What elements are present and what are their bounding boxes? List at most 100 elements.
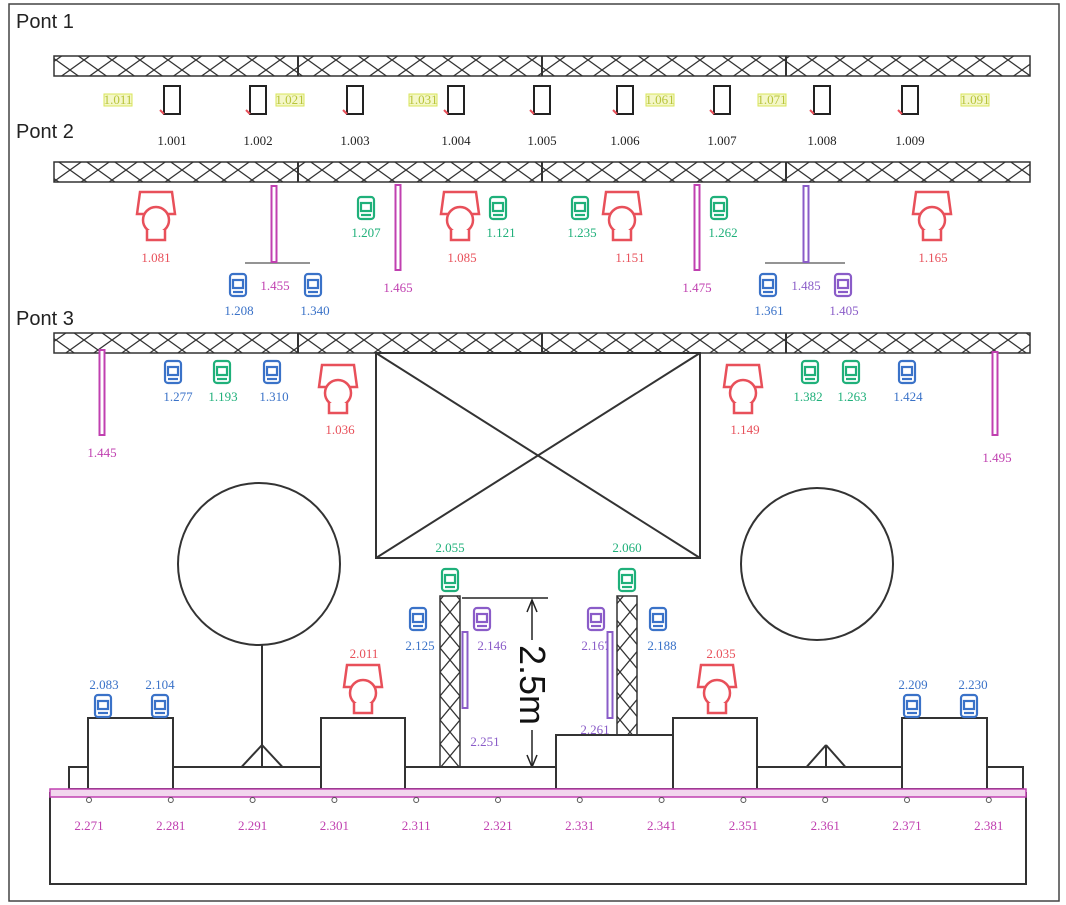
floor-fixture-label: 2.371 bbox=[892, 818, 921, 833]
pont1-tag-label: 1.021 bbox=[275, 92, 304, 107]
floor-fixture-label: 2.361 bbox=[811, 818, 840, 833]
pont2-led-bar-icon bbox=[270, 185, 278, 263]
pont3-moving-head-icon bbox=[722, 363, 764, 415]
pont1-gel-tag bbox=[408, 93, 438, 107]
stage-wash-icon bbox=[902, 693, 922, 719]
pont2-moving-head-icon bbox=[439, 190, 481, 242]
pont2-wash-icon bbox=[570, 195, 590, 221]
pont2-wash-icon bbox=[833, 272, 853, 298]
pont2-fixture-label: 1.475 bbox=[682, 280, 711, 295]
stage-led-bar-icon bbox=[461, 631, 469, 709]
stage-fixture-label: 2.125 bbox=[405, 638, 434, 653]
stage-wash-icon bbox=[648, 606, 668, 632]
pont2-fixture-label: 1.465 bbox=[383, 280, 412, 295]
pont2-fixture-label: 1.262 bbox=[708, 225, 737, 240]
stage-fixture-label: 2.167 bbox=[581, 638, 611, 653]
projection-screen bbox=[375, 352, 701, 559]
floor-fixture-icon bbox=[413, 797, 420, 803]
pont2-wash-icon bbox=[758, 272, 778, 298]
stage-risers bbox=[49, 717, 1027, 885]
pont2-led-bar-icon bbox=[693, 184, 701, 271]
stage-moving-head-icon bbox=[696, 663, 738, 715]
pont1-gel-tag bbox=[275, 93, 305, 107]
stage-fixture-label: 2.251 bbox=[470, 734, 499, 749]
stage-wash-icon bbox=[472, 606, 492, 632]
pont3-title: Pont 3 bbox=[16, 308, 74, 330]
pont1-tag-label: 1.011 bbox=[104, 92, 133, 107]
pont2-moving-head-icon bbox=[135, 190, 177, 242]
drawing-frame bbox=[8, 3, 1060, 902]
pont2-fixture-label: 1.340 bbox=[300, 303, 329, 318]
pont3-led-bar-icon bbox=[991, 351, 999, 436]
floor-fixture-label: 2.331 bbox=[565, 818, 594, 833]
pont1-fixture-label: 1.004 bbox=[441, 133, 471, 148]
stage-led-bar-icon bbox=[606, 631, 614, 719]
pont1-gel-tag bbox=[103, 93, 133, 107]
stage-fixture-label: 2.011 bbox=[350, 646, 379, 661]
left-tower-truss bbox=[439, 595, 461, 787]
floor-fixture-icon bbox=[576, 797, 583, 803]
height-dimension-label: 2.5m bbox=[512, 645, 553, 725]
pont2-wash-icon bbox=[303, 272, 323, 298]
pont2-fixture-label: 1.081 bbox=[141, 250, 170, 265]
pont1-tag-label: 1.061 bbox=[645, 92, 674, 107]
pont3-led-bar-icon bbox=[98, 349, 106, 436]
floor-bar bbox=[49, 788, 1027, 798]
pont2-wash-icon bbox=[228, 272, 248, 298]
pont1-profile-spot-icon bbox=[612, 85, 634, 115]
stage-fixture-label: 2.261 bbox=[580, 722, 609, 737]
pont2-wash-icon bbox=[709, 195, 729, 221]
pont2-fixture-label: 1.207 bbox=[351, 225, 381, 240]
pont1-tag-label: 1.071 bbox=[757, 92, 786, 107]
pont3-fixture-label: 1.445 bbox=[87, 445, 116, 460]
pont3-fixture-label: 1.277 bbox=[163, 389, 193, 404]
pont2-wash-icon bbox=[356, 195, 376, 221]
stage-fixture-label: 2.083 bbox=[89, 677, 118, 692]
pont1-profile-spot-icon bbox=[709, 85, 731, 115]
stage-moving-head-icon bbox=[342, 663, 384, 715]
pont2-fixture-label: 1.361 bbox=[754, 303, 783, 318]
pont3-wash-icon bbox=[897, 359, 917, 385]
pont3-fixture-label: 1.036 bbox=[325, 422, 355, 437]
pont3-fixture-label: 1.193 bbox=[208, 389, 237, 404]
pont1-profile-spot-icon bbox=[342, 85, 364, 115]
floor-fixture-icon bbox=[985, 797, 992, 803]
floor-fixture-label: 2.291 bbox=[238, 818, 267, 833]
stage-fixture-label: 2.055 bbox=[435, 540, 464, 555]
truss-pont3 bbox=[53, 332, 1031, 354]
pont3-wash-icon bbox=[841, 359, 861, 385]
truss-pont1 bbox=[53, 55, 1031, 77]
pont1-profile-spot-icon bbox=[443, 85, 465, 115]
floor-fixture-icon bbox=[249, 797, 256, 803]
pont2-fixture-label: 1.085 bbox=[447, 250, 476, 265]
pont3-fixture-label: 1.310 bbox=[259, 389, 288, 404]
pont2-fixture-label: 1.485 bbox=[791, 278, 820, 293]
pont2-moving-head-icon bbox=[911, 190, 953, 242]
pont1-fixture-label: 1.001 bbox=[157, 133, 186, 148]
pont1-tag-label: 1.091 bbox=[960, 92, 989, 107]
stage-wash-icon bbox=[440, 567, 460, 593]
floor-fixture-icon bbox=[495, 797, 501, 803]
pont2-title: Pont 2 bbox=[16, 121, 74, 143]
pont1-fixture-label: 1.005 bbox=[527, 133, 556, 148]
pont3-fixture-label: 1.495 bbox=[982, 450, 1011, 465]
stage-fixture-label: 2.060 bbox=[612, 540, 641, 555]
pont1-fixture-label: 1.007 bbox=[707, 133, 737, 148]
pont2-led-bar-icon bbox=[802, 185, 810, 263]
left-disc bbox=[177, 482, 341, 646]
stage-fixture-label: 2.209 bbox=[898, 677, 927, 692]
pont1-profile-spot-icon bbox=[897, 85, 919, 115]
floor-fixture-label: 2.321 bbox=[483, 818, 512, 833]
floor-fixture-icon bbox=[822, 797, 829, 803]
floor-fixture-label: 2.341 bbox=[647, 818, 676, 833]
floor-fixture-icon bbox=[167, 797, 174, 803]
stage-fixture-label: 2.188 bbox=[647, 638, 676, 653]
stage-wash-icon bbox=[93, 693, 113, 719]
pont2-fixture-label: 1.235 bbox=[567, 225, 596, 240]
pont1-profile-spot-icon bbox=[809, 85, 831, 115]
pont2-fixture-label: 1.165 bbox=[918, 250, 947, 265]
pont1-fixture-label: 1.003 bbox=[340, 133, 369, 148]
truss-pont2 bbox=[53, 161, 1031, 183]
floor-fixture-icon bbox=[904, 797, 910, 803]
